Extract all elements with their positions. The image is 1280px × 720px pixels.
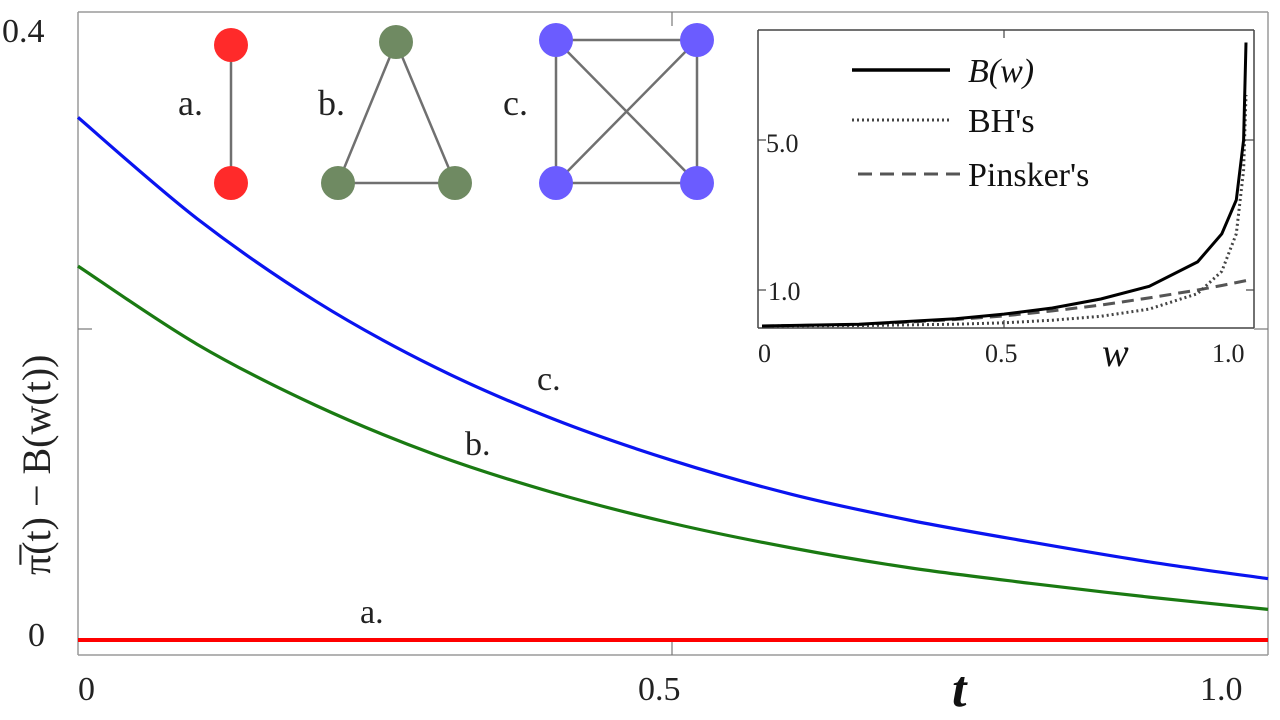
- graph-label-b: b.: [318, 83, 345, 123]
- inset-legend: B(w) BH's Pinsker's: [852, 53, 1089, 194]
- graph-c-node: [680, 166, 714, 200]
- main-xtick-1.0: 1.0: [1200, 671, 1243, 708]
- main-xtick-0: 0: [78, 671, 95, 708]
- graph-c-edge: [555, 39, 698, 184]
- graph-b-node: [379, 25, 413, 59]
- main-ylabel: π̅(t) − B(w(t)): [14, 355, 59, 575]
- curve-label-a: a.: [360, 594, 384, 631]
- legend-label-pinsker: Pinsker's: [968, 157, 1089, 194]
- graph-label-c: c.: [503, 83, 528, 123]
- inset-xtick-label-1.0: 1.0: [1212, 339, 1245, 368]
- inset-plot: 5.0 1.0 0 0.5 1.0 w B(w) BH's Pinsker's: [757, 29, 1255, 375]
- curve-label-b: b.: [465, 426, 491, 463]
- graph-b-node: [438, 166, 472, 200]
- inset-series-pinsker: [761, 279, 1247, 328]
- graph-c-node: [539, 166, 573, 200]
- graph-a-node: [214, 28, 248, 62]
- inset-xlabel: w: [1102, 330, 1129, 375]
- inset-xtick-label-0.5: 0.5: [985, 339, 1018, 368]
- graph-b-node: [321, 166, 355, 200]
- graph-diagrams: a. b. c.: [178, 23, 714, 200]
- main-xtick-0.5: 0.5: [638, 671, 681, 708]
- graph-b-edge: [394, 41, 457, 184]
- inset-ytick-label-5.0: 5.0: [766, 129, 799, 158]
- graph-c-node: [539, 23, 573, 57]
- graph-b-edge: [336, 41, 398, 184]
- main-ytick-0.4: 0.4: [2, 13, 45, 50]
- graph-c-node: [680, 23, 714, 57]
- graph-label-a: a.: [178, 83, 203, 123]
- curve-label-c: c.: [537, 361, 561, 398]
- main-plot: 0.4 0 0 0.5 1.0 t π̅(t) − B(w(t)) c. b. …: [2, 11, 1269, 718]
- legend-label-b: B(w): [968, 53, 1034, 90]
- inset-ytick-label-1.0: 1.0: [768, 277, 801, 306]
- inset-xtick-label-0: 0: [758, 339, 771, 368]
- graph-a-node: [214, 166, 248, 200]
- series-line-c: [76, 116, 1269, 581]
- main-ytick-0: 0: [28, 617, 45, 654]
- legend-label-bh: BH's: [968, 103, 1035, 140]
- inset-series-b: [761, 42, 1248, 328]
- main-xlabel: t: [952, 661, 968, 718]
- series-line-b: [77, 264, 1269, 611]
- inset-background: [758, 30, 1254, 328]
